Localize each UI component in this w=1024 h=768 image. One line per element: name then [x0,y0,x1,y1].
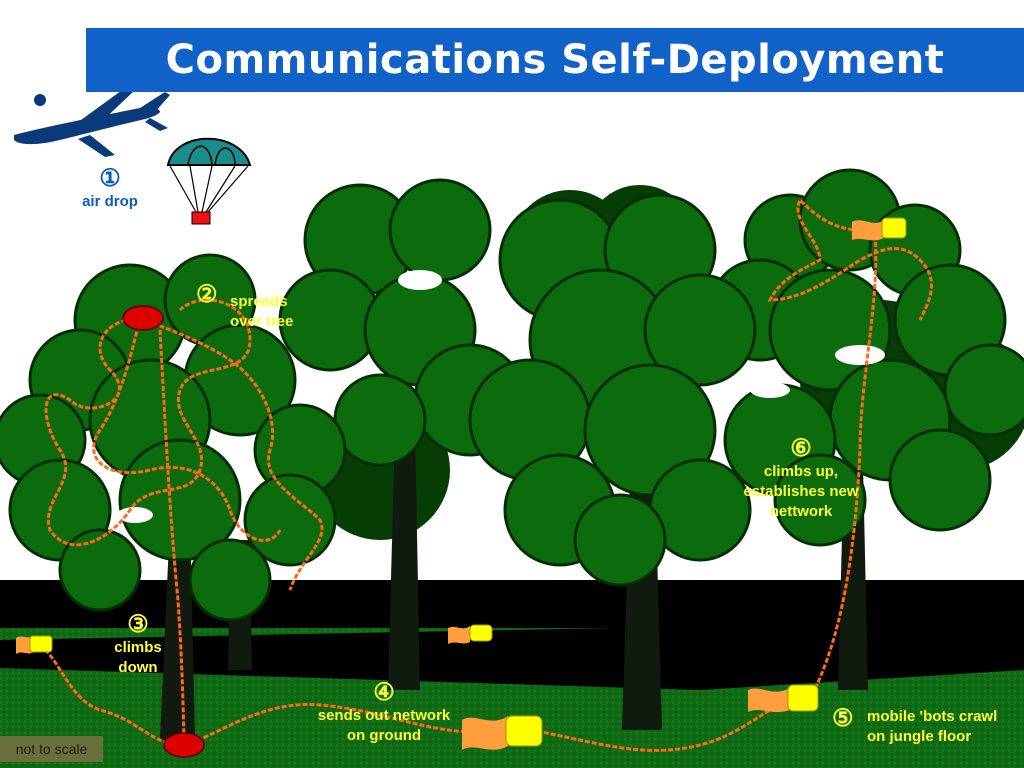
network-cables [39,197,934,752]
step-3-number: ③ [127,611,149,638]
step-4-line2: on ground [346,727,422,744]
robot-orange-yellow-right [748,684,819,712]
robot-red-ground [163,732,205,758]
step-5-line2: on jungle floor [867,728,972,745]
robot-orange-yellow-small [16,635,53,654]
canopy-center [278,178,757,587]
step-5-line1: mobile 'bots crawl [867,708,998,725]
step-6-line1: climbs up, [763,463,839,480]
step-3-line2: down [118,659,158,676]
step-3-label: ③ climbs down [100,612,176,678]
title-bar: Communications Self-Deployment [86,28,1024,92]
robot-orange-yellow-mid [448,624,493,644]
step-2-line1: spreads [230,293,288,310]
robot-orange-yellow-large [462,715,543,750]
step-4-number: ④ [373,679,395,706]
step-4-label: ④ sends out network on ground [300,680,468,746]
step-2-line2: over tree [230,313,294,330]
robot-red [122,305,164,331]
scale-note: not to scale [0,736,103,762]
page-title: Communications Self-Deployment [165,37,945,83]
step-2-number: ② [196,281,218,308]
step-6-label: ⑥ climbs up, establishes new nettwork [724,436,878,522]
parachute-icon [166,137,252,225]
step-3-line1: climbs [114,639,162,656]
shadow-band [0,620,1024,690]
step-4-line1: sends out network [317,707,451,724]
step-5-number: ⑤ [832,705,854,732]
step-1-text: air drop [82,193,138,210]
step-6-line3: nettwork [769,503,833,520]
step-1-number: ① [99,165,121,192]
step-1-label: ① air drop [72,166,148,212]
canopy-gaps [117,270,885,523]
step-6-number: ⑥ [790,435,812,462]
step-6-line2: establishes new [743,483,859,500]
robot-orange-yellow-top [852,217,907,241]
airplane-icon [14,88,170,157]
canopy-left [0,253,347,622]
